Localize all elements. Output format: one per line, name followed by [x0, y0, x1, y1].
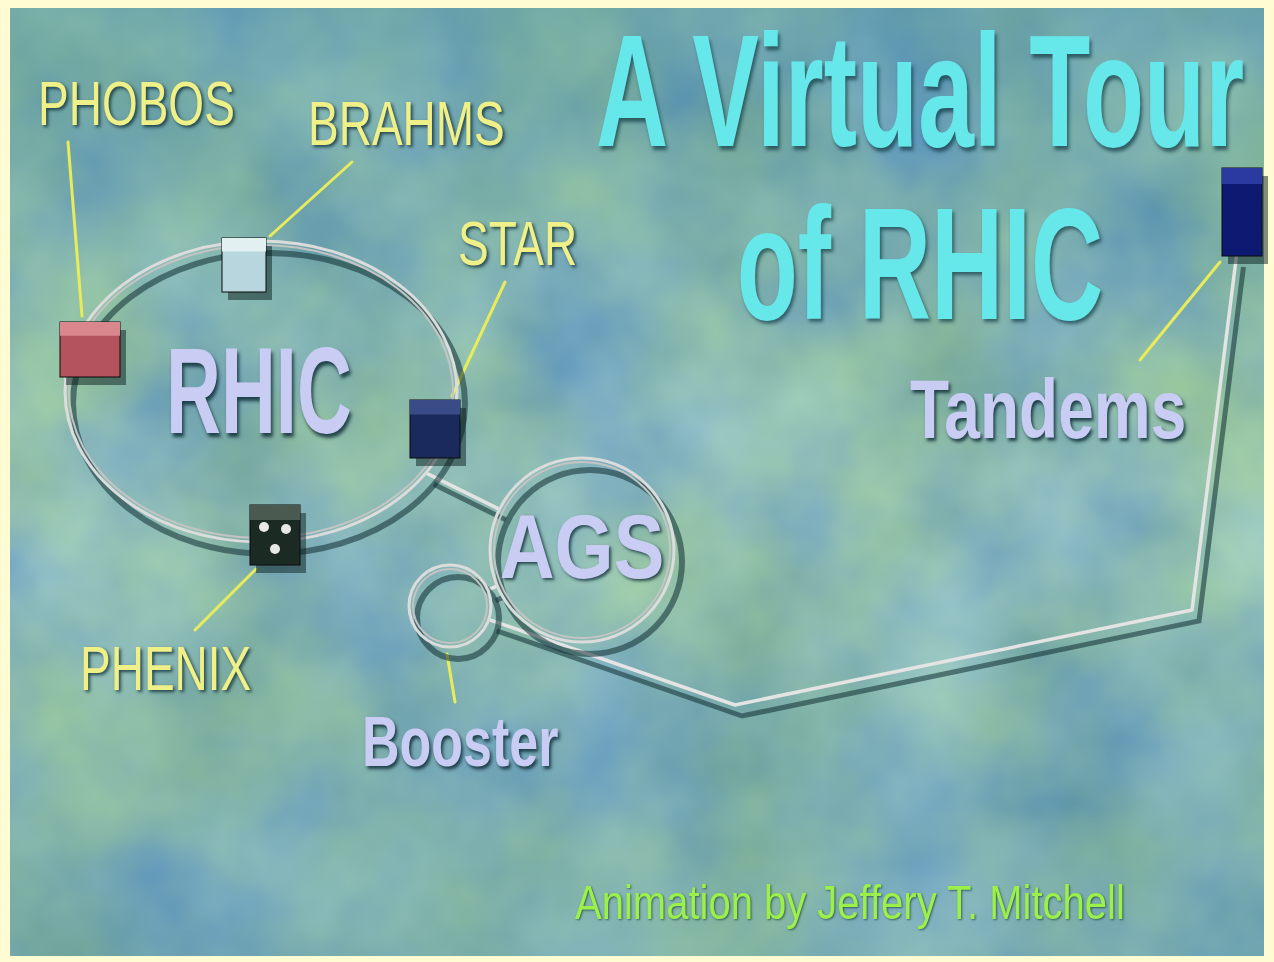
detector-label: BRAHMS	[308, 92, 505, 154]
building-wall	[60, 322, 120, 377]
box-outline	[250, 505, 300, 565]
detector-label: PHOBOS	[38, 72, 235, 134]
detector-building: STAR	[410, 400, 460, 458]
building-wall	[250, 505, 300, 565]
building-roof	[250, 505, 300, 520]
box-outline	[410, 400, 460, 458]
detector-building: PHENIX	[250, 505, 300, 565]
building-wall	[410, 400, 460, 458]
building-mark	[259, 522, 269, 532]
box-outline	[1222, 168, 1262, 256]
ring-pipe	[494, 462, 670, 638]
beamline-shadow	[434, 484, 506, 519]
detector-label: PHENIX	[80, 637, 251, 699]
booster-ring: Booster	[406, 562, 494, 650]
ring-pipe	[409, 565, 491, 647]
box-outline	[60, 322, 120, 377]
leader-line	[68, 142, 82, 316]
title-text: A Virtual Tour of RHIC	[570, 4, 1270, 350]
detector-building: PHOBOS	[60, 322, 120, 377]
building-roof	[60, 322, 120, 336]
ring-label: RHIC	[166, 331, 352, 453]
building-roof	[410, 400, 460, 415]
leader-line	[195, 569, 256, 630]
detector-label: STAR	[458, 212, 577, 274]
box-outline	[222, 238, 266, 292]
caption-text: Animation by Jeffery T. Mitchell	[575, 878, 1125, 926]
ring-pipe	[490, 458, 674, 642]
synchrotron-ring: AGS	[487, 455, 677, 645]
circle-outline	[406, 562, 494, 650]
building-wall	[1222, 168, 1262, 256]
tandem-building: Tandems	[1222, 168, 1262, 256]
ring-shadow	[498, 470, 682, 654]
building-mark	[270, 544, 280, 554]
ring-label: AGS	[500, 501, 665, 592]
building-roof	[222, 238, 266, 252]
building-wall	[222, 238, 266, 292]
detector-building: BRAHMS	[222, 238, 266, 292]
building-mark	[281, 524, 291, 534]
leader-line	[270, 162, 352, 236]
accelerator-label: Booster	[362, 707, 558, 777]
ring-pipe	[413, 569, 487, 643]
accelerator-label: Tandems	[910, 368, 1186, 451]
leader-line	[1140, 262, 1220, 360]
